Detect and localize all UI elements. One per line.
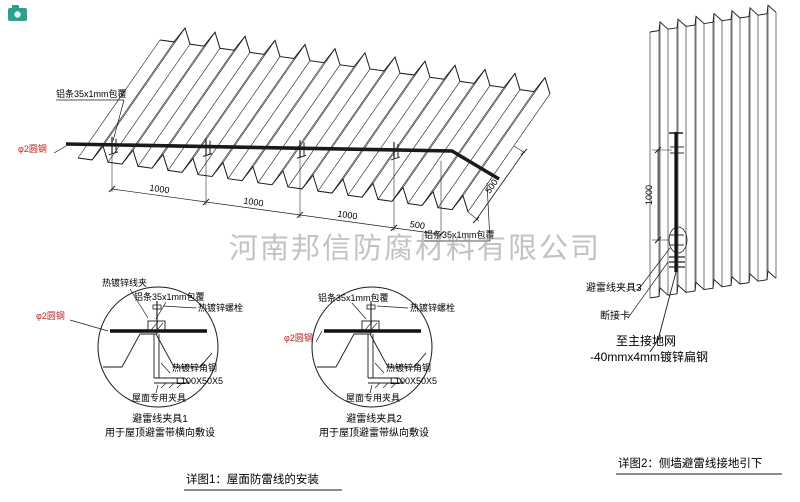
detail1-round-steel-label: φ2圆钢: [36, 310, 65, 321]
leader-line: [69, 319, 109, 332]
extension-line: [513, 145, 526, 154]
tick-mark: [654, 146, 662, 154]
figure-captions: 详图1：屋面防雷线的安装 详图2：侧墙避雷线接地引下: [184, 456, 782, 491]
detail2-bolt-label: 热镀锌螺栓: [410, 302, 455, 313]
roof-dimension-chain: [108, 154, 445, 238]
leader-line: [53, 145, 67, 154]
detail1-title: 避雷线夹具1: [132, 412, 188, 425]
detail2-round-steel-label: φ2圆钢: [284, 332, 313, 343]
leader-line: [351, 302, 367, 320]
figure2-caption: 详图2：侧墙避雷线接地引下: [618, 456, 762, 470]
detail2-subtitle: 用于屋顶避雷带纵向敷设: [319, 426, 429, 439]
roof-corrugated-sheet: [77, 26, 551, 212]
detail1-angle-label: 热镀锌角钢: [172, 362, 217, 373]
detail1-strip-label: 铝条35x1mm包覆: [134, 291, 205, 302]
leader-line: [160, 362, 171, 374]
detail2-fixture-label: 屋面专用夹具: [346, 392, 400, 403]
dimension-line: [475, 151, 525, 221]
leader-line: [112, 99, 125, 142]
roof-labels: 铝条35x1mm包覆 φ2圆钢 铝条35x1mm包覆: [18, 88, 495, 242]
wall-to-ground-label: 至主接地网: [616, 333, 676, 348]
detail-1: 热镀锌线夹 铝条35x1mm包覆 热镀锌螺栓 φ2圆钢 热镀锌角钢 L100X5…: [36, 277, 243, 439]
detail1-subtitle: 用于屋顶避雷带横向敷设: [105, 426, 215, 439]
wall-corrugated-sheet: [649, 4, 777, 299]
clamp-callout-ellipse: [668, 226, 688, 254]
detail1-bolt-label: 热镀锌螺栓: [198, 302, 243, 313]
roof-side-dimension: [467, 145, 528, 224]
leader-line: [162, 305, 197, 309]
detail1-angle-size-label: L100X50X5: [176, 376, 223, 386]
roof-round-steel-label: φ2圆钢: [18, 143, 47, 154]
roof-strip-label-right: 铝条35x1mm包覆: [424, 229, 495, 240]
camera-icon-lens: [14, 11, 21, 18]
wall-flat-steel-label: -40mmx4mm镀锌扁钢: [590, 350, 708, 364]
leader-line: [129, 288, 149, 319]
detail2-angle-label: 热镀锌角钢: [386, 362, 431, 373]
roof-strip-label-top: 铝条35x1mm包覆: [56, 88, 127, 99]
dim-label-500: 500: [409, 219, 425, 231]
leader-line: [315, 330, 323, 343]
leader-line: [155, 301, 167, 320]
dim-label-1000-a: 1000: [149, 183, 170, 196]
dim-label-1000-b: 1000: [243, 196, 264, 209]
camera-icon: [8, 5, 27, 21]
leader-line: [486, 182, 491, 242]
ground-leader-line: [649, 271, 677, 353]
wall-clamp3-label: 避雷线夹具3: [586, 281, 642, 294]
leader-line: [637, 247, 671, 291]
roof-dimension-labels: 1000 1000 1000 500 500: [149, 177, 500, 231]
detail2-title: 避雷线夹具2: [346, 412, 402, 425]
detail1-fixture-label: 屋面专用夹具: [132, 392, 186, 403]
tick-mark: [654, 236, 662, 244]
roof-lightning-wire: [65, 136, 500, 181]
company-watermark: 河南邦信防腐材料有限公司: [229, 232, 601, 265]
detail1-clip-label: 热镀锌线夹: [102, 277, 147, 288]
leader-line: [376, 305, 409, 309]
wall-annotations: 1000 避雷线夹具3 断接卡 至主接地网 -40mmx4mm镀锌扁钢: [586, 132, 708, 364]
leader-line: [627, 261, 669, 319]
tick-mark: [520, 148, 528, 156]
wall-dim-label: 1000: [644, 185, 654, 205]
leader-line: [369, 384, 373, 394]
extension-line: [467, 211, 480, 222]
detail2-strip-label: 铝条35x1mm包覆: [318, 292, 389, 303]
camera-icon-top: [12, 5, 19, 9]
wall-disconnect-label: 断接卡: [600, 309, 630, 322]
figure1-caption: 详图1：屋面防雷线的安装: [186, 472, 319, 486]
dim-label-1000-c: 1000: [337, 209, 358, 222]
detail-2: 铝条35x1mm包覆 热镀锌螺栓 φ2圆钢 热镀锌角钢 L100X50X5 屋面…: [284, 285, 455, 439]
tick-mark: [472, 216, 480, 224]
detail2-angle-size-label: L100X50X5: [390, 376, 437, 386]
leader-line: [155, 384, 159, 394]
leader-line: [374, 362, 385, 374]
